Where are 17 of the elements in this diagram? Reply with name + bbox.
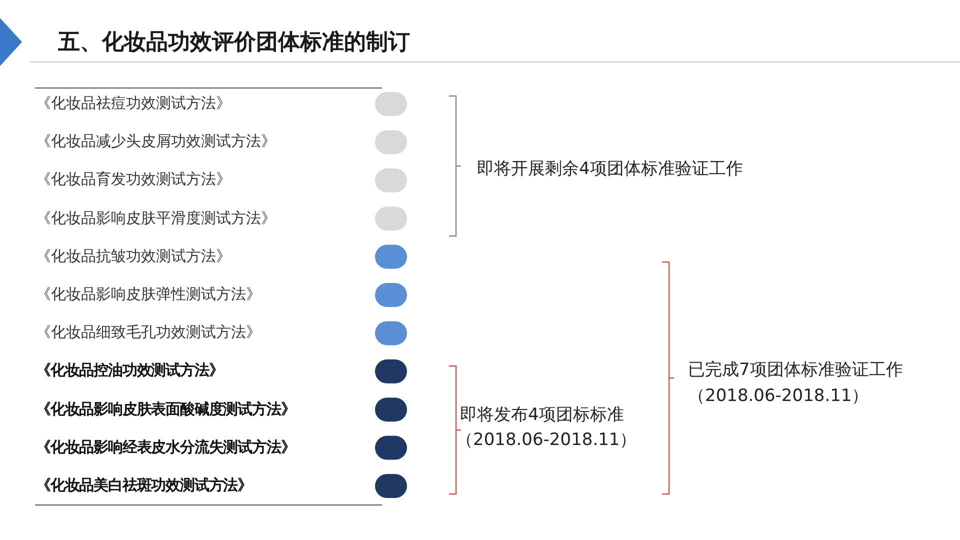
title: 五、化妆品功效评价团体标准的制订 bbox=[58, 29, 410, 57]
standard-title: 《化妆品美白祛斑功效测试方法》 bbox=[36, 476, 252, 495]
standard-title: 《化妆品减少头皮屑功效测试方法》 bbox=[36, 132, 276, 152]
bracket-note: 即将开展剩余4项团体标准验证工作 bbox=[477, 158, 743, 180]
standard-title: 《化妆品细致毛孔功效测试方法》 bbox=[36, 323, 261, 342]
standard-title: 《化妆品育发功效测试方法》 bbox=[36, 170, 231, 190]
standard-title: 《化妆品影响经表皮水分流失测试方法》 bbox=[36, 438, 296, 457]
bracket-note: 已完成7项团体标准验证工作 bbox=[688, 359, 903, 381]
bracket-note: （2018.06-2018.11） bbox=[456, 429, 637, 451]
standard-title: 《化妆品影响皮肤平滑度测试方法》 bbox=[36, 208, 276, 228]
standard-title: 《化妆品影响皮肤弹性测试方法》 bbox=[36, 285, 261, 304]
standard-title: 《化妆品控油功效测试方法》 bbox=[36, 361, 224, 380]
standard-title: 《化妆品影响皮肤表面酸碱度测试方法》 bbox=[36, 400, 296, 419]
standard-title: 《化妆品抗皱功效测试方法》 bbox=[36, 246, 231, 266]
bracket-note: 即将发布4项团标标准 bbox=[460, 404, 624, 426]
bracket-note: （2018.06-2018.11） bbox=[688, 385, 869, 407]
standard-title: 《化妆品祛痘功效测试方法》 bbox=[36, 94, 231, 113]
